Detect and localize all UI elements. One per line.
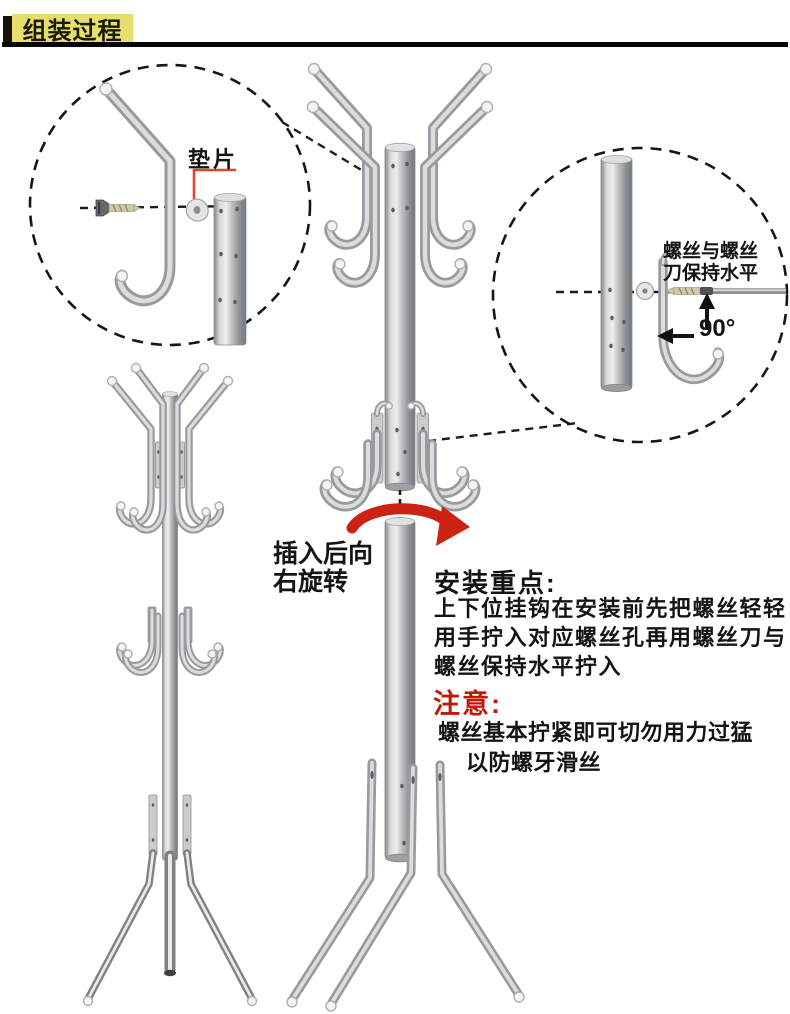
page-title: 组装过程 <box>22 17 123 45</box>
assembled-rack-illustration <box>84 364 257 1006</box>
pole-section <box>600 155 633 392</box>
screwdriver-note: 螺丝与螺丝 刀保持水平 <box>663 241 758 285</box>
rotate-note-line: 插入后向 <box>273 540 374 568</box>
rotate-note-line: 右旋转 <box>273 568 349 596</box>
rack-legs <box>286 763 525 1012</box>
install-body-line: 用手拧入对应螺丝孔再用螺丝刀与 <box>434 625 787 650</box>
screw-icon <box>95 199 141 217</box>
rotate-note: 插入后向 右旋转 <box>273 540 373 596</box>
left-arrow-icon <box>657 328 694 344</box>
callout-line-washer <box>281 120 364 173</box>
install-title: 安装重点: <box>434 568 557 598</box>
caution-body-line: 螺丝基本拧紧即可切勿用力过猛 <box>438 720 754 745</box>
washer-icon <box>185 198 209 222</box>
screwdriver-note-line: 螺丝与螺丝 <box>663 241 759 262</box>
screwdriver-note-line: 刀保持水平 <box>663 263 759 284</box>
up-arrow-icon <box>699 293 715 330</box>
screw-and-screwdriver-icon <box>665 287 786 295</box>
header-accent-block <box>3 16 12 42</box>
washer-detail-circle <box>28 63 312 347</box>
screwdriver-detail-circle <box>491 146 789 444</box>
caution-body: 螺丝基本拧紧即可切勿用力过猛 以防螺牙滑丝 <box>438 718 753 778</box>
install-body-line: 螺丝保持水平拧入 <box>434 654 623 679</box>
page-title-box: 组装过程 <box>12 14 133 45</box>
detail-circle-outline <box>28 63 312 347</box>
main-rack-illustration <box>286 64 525 1012</box>
washer-callout-bracket <box>192 168 236 199</box>
rotation-arrow-icon <box>346 503 470 546</box>
callout-line-screwdriver <box>427 421 579 443</box>
caution-body-line: 以防螺牙滑丝 <box>466 750 602 775</box>
washer-label: 垫片 <box>188 147 239 172</box>
pole-section <box>213 193 247 346</box>
hook-icon <box>106 89 170 301</box>
install-body: 上下位挂钩在安装前先把螺丝轻轻 用手拧入对应螺丝孔再用螺丝刀与 螺丝保持水平拧入 <box>434 594 787 681</box>
caution-title: 注意: <box>433 689 502 719</box>
header-underline <box>2 42 788 47</box>
install-body-line: 上下位挂钩在安装前先把螺丝轻轻 <box>434 596 787 621</box>
detail-circle-outline <box>491 146 789 444</box>
angle-label: 90° <box>699 315 736 342</box>
